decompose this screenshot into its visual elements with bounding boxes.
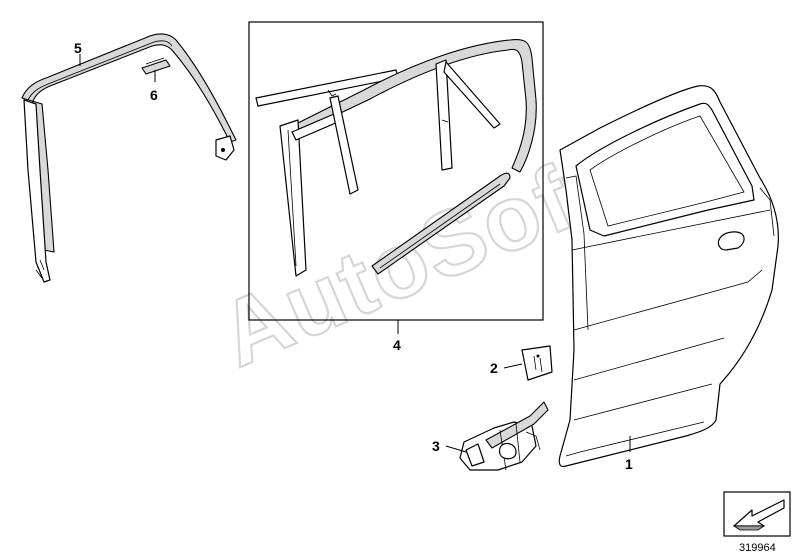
callout-3: 3 bbox=[432, 438, 440, 454]
callout-6: 6 bbox=[150, 87, 158, 103]
part-2-plate[interactable] bbox=[521, 345, 553, 381]
callout-5: 5 bbox=[74, 40, 82, 56]
part-6-clip[interactable] bbox=[141, 57, 171, 75]
diagram-number: 319964 bbox=[739, 542, 776, 554]
watermark: AutoSoft bbox=[205, 133, 619, 387]
watermark-text: AutoSoft bbox=[206, 135, 618, 387]
part-3-door-check[interactable] bbox=[459, 401, 549, 471]
callout-1: 1 bbox=[625, 456, 633, 472]
arrow-icon bbox=[733, 499, 785, 527]
orientation-badge bbox=[723, 491, 791, 537]
part-4-frame-box bbox=[248, 21, 544, 321]
part-1-rear-door[interactable] bbox=[558, 85, 779, 468]
part-5-window-frame-seal[interactable] bbox=[21, 33, 237, 283]
callout-2: 2 bbox=[490, 360, 498, 376]
leader-lines bbox=[79, 54, 631, 453]
callout-4: 4 bbox=[393, 337, 401, 353]
part-4-seal-kit[interactable] bbox=[248, 21, 544, 321]
